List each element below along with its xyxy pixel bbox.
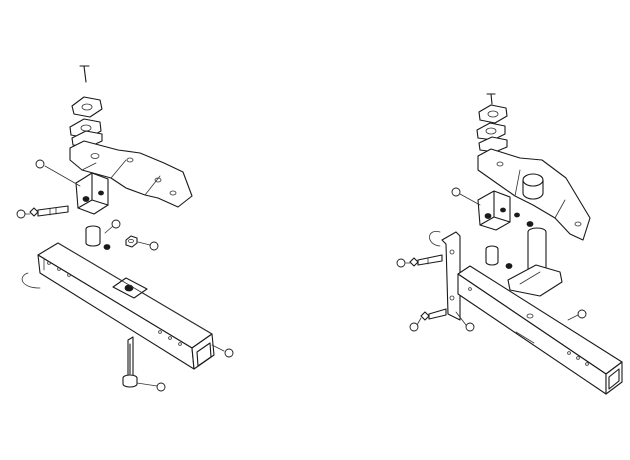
right-angle-bracket bbox=[477, 190, 520, 231]
right-square-tube bbox=[457, 265, 623, 395]
right-assembly bbox=[396, 93, 623, 395]
right-leader-lines bbox=[405, 193, 579, 326]
left-top-screw bbox=[79, 65, 90, 83]
right-callouts bbox=[396, 187, 587, 332]
right-spacer bbox=[485, 245, 513, 269]
left-spacer bbox=[85, 225, 111, 250]
right-hinge-arm bbox=[477, 148, 591, 241]
left-callouts bbox=[16, 159, 234, 392]
left-side-bolt bbox=[29, 205, 69, 217]
right-coupler bbox=[507, 221, 563, 297]
left-angle-bracket bbox=[75, 172, 109, 215]
right-washer-stack bbox=[476, 104, 508, 153]
right-upper-bolt bbox=[409, 254, 443, 267]
right-top-screw bbox=[486, 93, 496, 105]
left-vertical-pin bbox=[122, 336, 138, 388]
left-leader-curve bbox=[21, 272, 41, 289]
left-washer-stack bbox=[69, 96, 103, 148]
left-small-nuts bbox=[125, 235, 138, 248]
left-square-tube bbox=[37, 242, 215, 370]
left-assembly bbox=[16, 65, 234, 392]
right-lower-bolt bbox=[420, 308, 447, 321]
left-leader-lines bbox=[23, 165, 225, 387]
right-vertical-plate bbox=[429, 231, 461, 321]
